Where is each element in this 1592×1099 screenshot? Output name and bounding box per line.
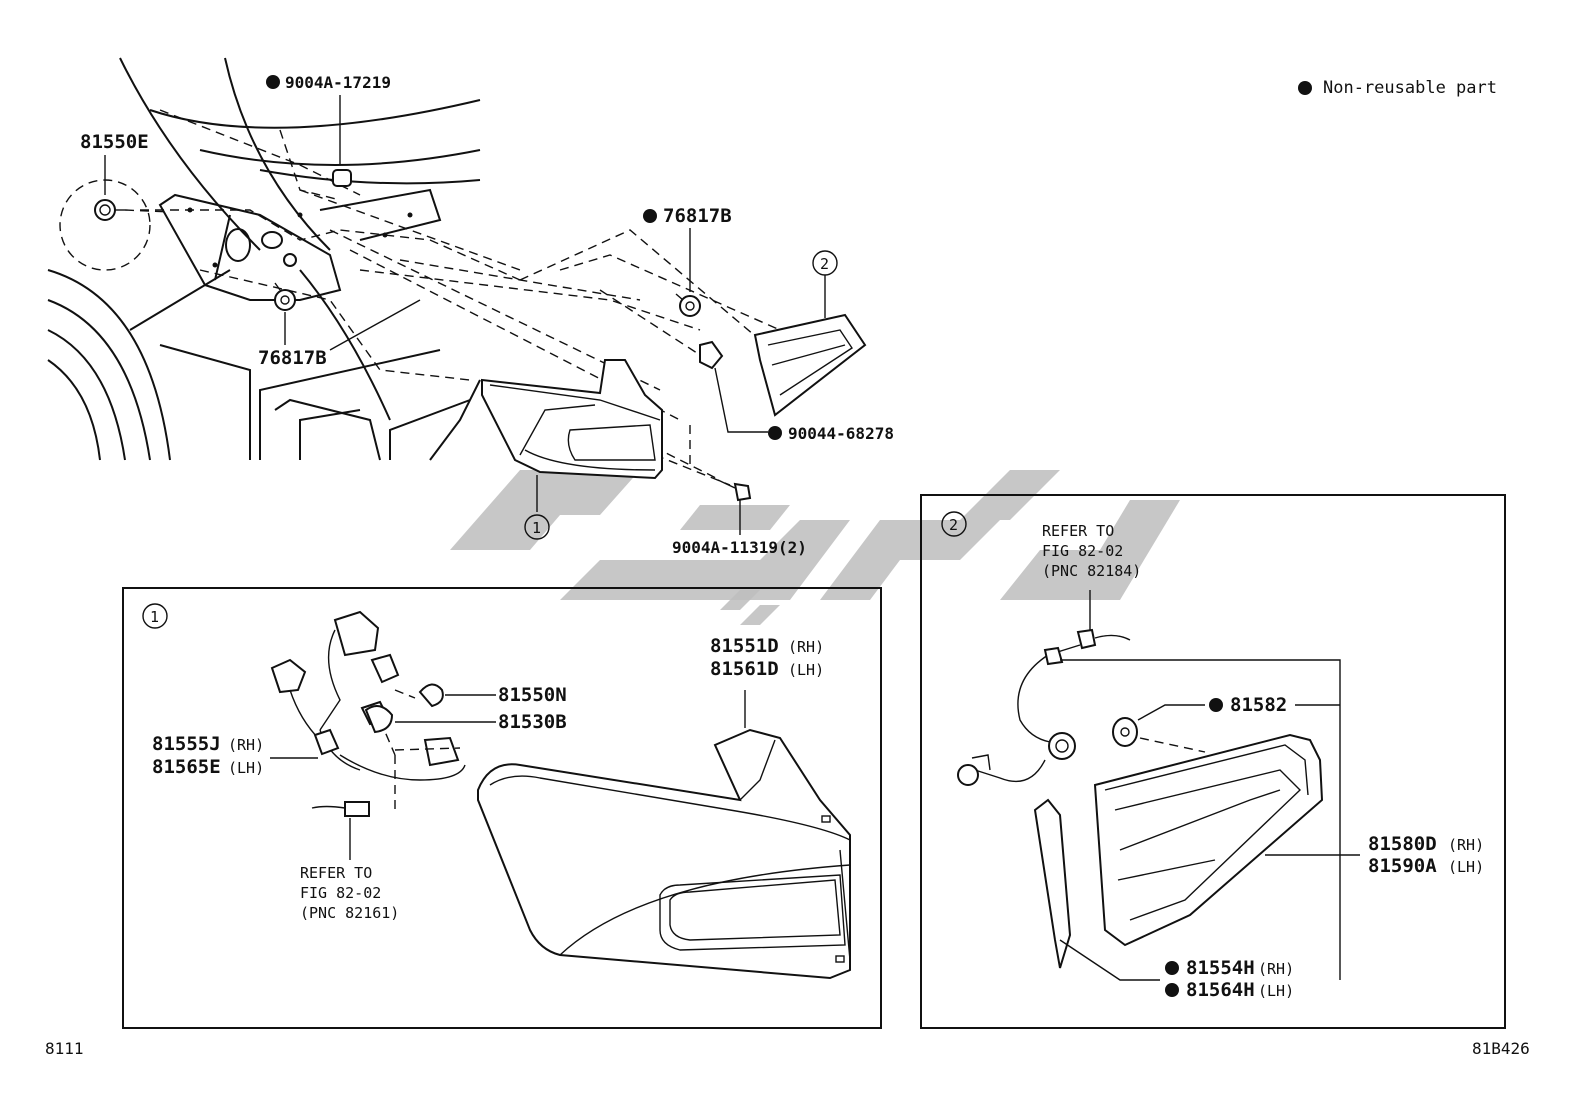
non-reusable-icon xyxy=(768,426,782,440)
label-76817B-top: 76817B xyxy=(663,205,732,227)
label-76817B-bottom: 76817B xyxy=(258,347,327,369)
label-9004A-11319: 9004A-11319(2) xyxy=(672,538,807,557)
label-81551D-side: (RH) xyxy=(788,638,824,656)
non-reusable-icon xyxy=(1165,983,1179,997)
bulb-81550N xyxy=(418,683,496,708)
label-9004A-17219: 9004A-17219 xyxy=(285,73,391,92)
ref1-line2: FIG 82-02 xyxy=(300,884,381,902)
footer-left-code: 8111 xyxy=(45,1039,84,1058)
non-reusable-icon xyxy=(1209,698,1223,712)
callout-1-circle-top xyxy=(524,514,550,540)
non-reusable-icon xyxy=(1298,81,1312,95)
tail-lamp-assembly-large xyxy=(477,690,851,980)
legend-text: Non-reusable part xyxy=(1323,78,1497,98)
label-81551D: 81551D xyxy=(710,635,779,657)
callout-1-panel: 1 xyxy=(150,608,159,626)
label-81530B: 81530B xyxy=(498,711,567,733)
76817B-clip-right xyxy=(675,228,701,317)
label-81565E-side: (LH) xyxy=(228,759,264,777)
vehicle-body-drawing xyxy=(47,57,781,486)
callout-2-circle-top xyxy=(812,250,838,276)
non-reusable-icon xyxy=(1165,961,1179,975)
9004A-11319-screw xyxy=(717,479,752,535)
callout-2-circle-panel xyxy=(941,511,967,537)
label-81564H-side: (LH) xyxy=(1258,982,1294,1000)
label-81550E: 81550E xyxy=(80,131,149,153)
callout-1-circle-panel xyxy=(142,603,168,629)
81550E-clip xyxy=(59,155,171,271)
ref2-line2: FIG 82-02 xyxy=(1042,542,1123,560)
tail-lamp-assembly-top xyxy=(481,359,663,512)
81582-clip xyxy=(1112,704,1340,753)
detail-panel-2 xyxy=(920,494,1506,1029)
label-81590A: 81590A xyxy=(1368,855,1437,877)
non-reusable-icon xyxy=(643,209,657,223)
ref1-line3: (PNC 82161) xyxy=(300,904,399,922)
label-81550N: 81550N xyxy=(498,684,567,706)
detail-panel-1 xyxy=(122,587,882,1029)
ref2-line3: (PNC 82184) xyxy=(1042,562,1141,580)
callout-2-panel: 2 xyxy=(949,516,958,534)
90044-68278-clip xyxy=(699,340,768,433)
label-81555J-side: (RH) xyxy=(228,736,264,754)
gasket-strip xyxy=(1033,798,1160,981)
non-reusable-icon xyxy=(266,75,280,89)
76817B-clip-left xyxy=(274,282,296,345)
label-81590A-side: (LH) xyxy=(1448,858,1484,876)
label-81580D-side: (RH) xyxy=(1448,836,1484,854)
socket-wire-harness xyxy=(270,610,466,815)
reference-connector-1 xyxy=(311,801,370,860)
label-90044-68278: 90044-68278 xyxy=(788,424,894,443)
legend: Non-reusable part xyxy=(1298,78,1497,98)
9004A-17219-nut xyxy=(332,95,352,187)
ref2-line1: REFER TO xyxy=(1042,522,1114,540)
label-81582: 81582 xyxy=(1230,694,1287,716)
callout-2-top: 2 xyxy=(820,255,829,273)
label-81554H: 81554H xyxy=(1186,957,1255,979)
callout-1-top: 1 xyxy=(532,519,541,537)
ref1-line1: REFER TO xyxy=(300,864,372,882)
label-81564H: 81564H xyxy=(1186,979,1255,1001)
bulb-81530B xyxy=(364,705,496,734)
footer-right-code: 81B426 xyxy=(1472,1039,1530,1058)
garnish-assembly-top xyxy=(753,275,867,417)
label-81565E: 81565E xyxy=(152,756,221,778)
garnish-assembly-large xyxy=(1093,733,1360,947)
label-81554H-side: (RH) xyxy=(1258,960,1294,978)
label-81561D: 81561D xyxy=(710,658,779,680)
label-81580D: 81580D xyxy=(1368,833,1437,855)
label-81561D-side: (LH) xyxy=(788,661,824,679)
garnish-wiring xyxy=(957,590,1341,980)
label-81555J: 81555J xyxy=(152,733,221,755)
